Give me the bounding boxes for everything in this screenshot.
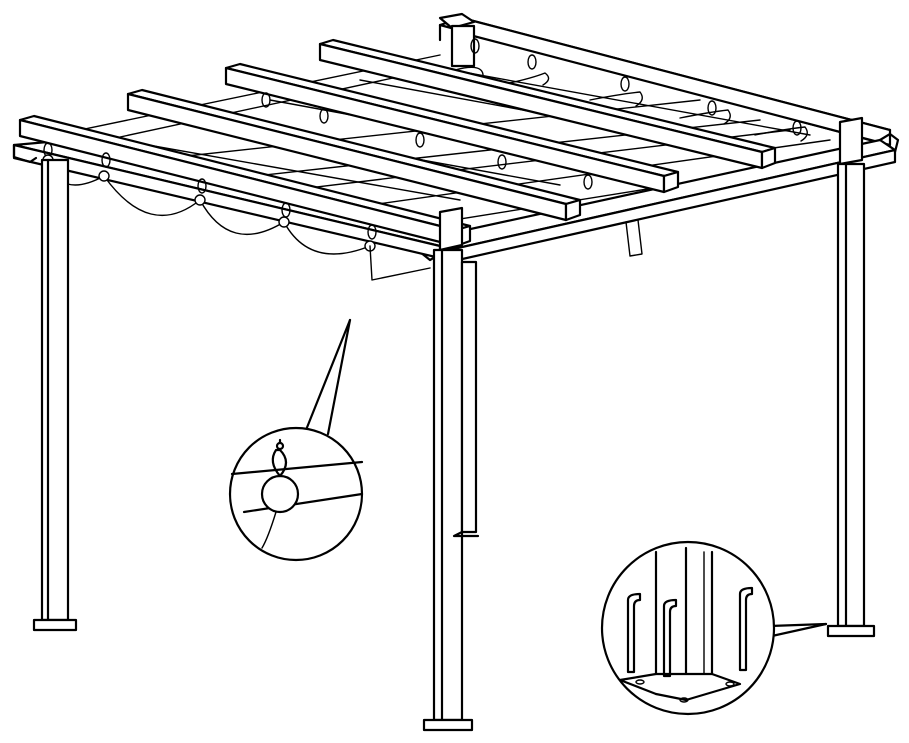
canopy-hook-detail <box>228 318 364 562</box>
front-left-post <box>32 158 78 632</box>
cross-beam-3 <box>224 62 680 194</box>
anchor-bolt-icon <box>618 546 754 703</box>
rear-left-post <box>452 260 480 538</box>
hook-on-rod-icon <box>230 438 364 549</box>
front-right-post <box>422 206 474 732</box>
right-side-beam <box>418 132 900 266</box>
rear-left-post-top <box>438 12 476 68</box>
draped-canopy <box>42 154 643 281</box>
post-anchor-detail <box>600 540 828 716</box>
cross-beam-4 <box>318 38 777 170</box>
cross-beam-1 <box>18 114 472 248</box>
cross-beam-2 <box>126 88 582 222</box>
rear-right-post <box>826 116 876 638</box>
